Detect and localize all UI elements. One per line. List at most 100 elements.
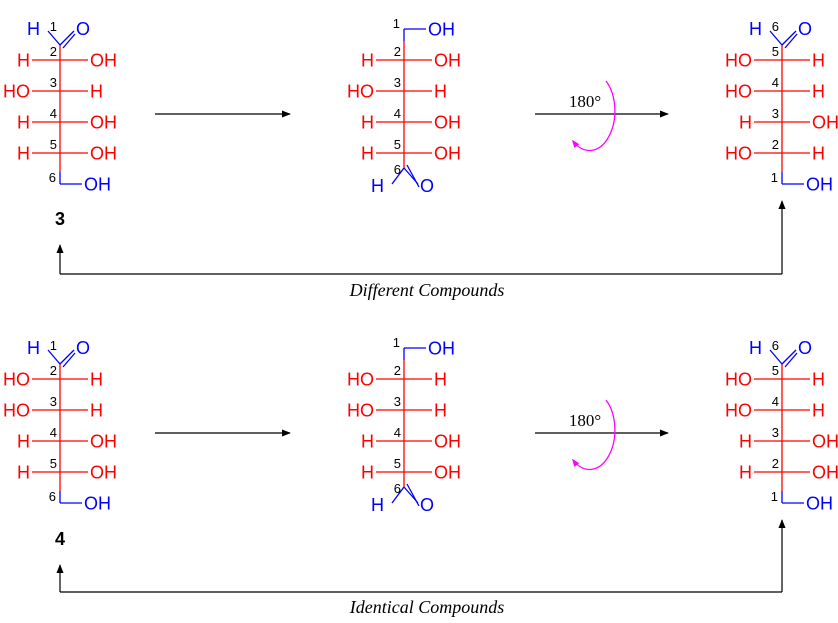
c-o-double-bond-second	[784, 352, 798, 368]
c-o-double-bond-second	[406, 483, 420, 507]
left-substituent: H	[361, 144, 374, 164]
carbon-number: 2	[394, 44, 401, 59]
bottom-ch2oh-group: OH 6	[49, 153, 111, 195]
left-substituent: H	[739, 432, 752, 452]
left-substituent: H	[361, 432, 374, 452]
right-substituent: OH	[90, 432, 117, 452]
hydroxyl-group: OH	[428, 20, 455, 40]
carbon-number: 5	[394, 456, 401, 471]
right-substituent: H	[90, 82, 103, 102]
carbon-number: 4	[772, 394, 779, 409]
c-h-bond	[391, 167, 405, 185]
aldehyde-hydrogen: H	[27, 338, 40, 358]
right-substituent: OH	[812, 113, 838, 133]
right-substituent: OH	[434, 463, 461, 483]
rotation-curve-icon	[572, 399, 616, 471]
rotation-angle-label: 180°	[569, 92, 601, 111]
right-substituent: OH	[812, 463, 838, 483]
left-substituent: H	[17, 144, 30, 164]
hydroxyl-group: OH	[806, 175, 833, 195]
stereocenter-row: 5 HO H	[725, 363, 825, 390]
aldehyde-hydrogen: H	[371, 495, 384, 515]
aldehyde-oxygen: O	[76, 19, 90, 39]
left-substituent: HO	[725, 51, 752, 71]
carbon-number: 1	[393, 16, 400, 31]
right-substituent: OH	[90, 113, 117, 133]
c-h-bond	[47, 30, 61, 46]
carbon-number: 5	[772, 363, 779, 378]
left-substituent: H	[361, 51, 374, 71]
left-substituent: HO	[347, 82, 374, 102]
c-h-bond	[47, 349, 61, 365]
c-o-double-bond-second	[62, 352, 76, 368]
carbon-number: 5	[772, 44, 779, 59]
aldehyde-oxygen: O	[420, 176, 434, 196]
carbon-number: 5	[50, 456, 57, 471]
stereocenter-row: 3 HO H	[3, 75, 103, 102]
right-substituent: H	[90, 370, 103, 390]
carbon-number: 1	[771, 170, 778, 185]
carbon-number: 3	[772, 106, 779, 121]
aldehyde-oxygen: O	[798, 338, 812, 358]
carbon-number: 2	[50, 44, 57, 59]
carbon-number: 3	[394, 394, 401, 409]
aldehyde-hydrogen: H	[371, 176, 384, 196]
compound-label: 4	[55, 529, 65, 549]
left-substituent: HO	[3, 82, 30, 102]
c-o-double-bond-second	[784, 33, 798, 49]
right-substituent: OH	[434, 432, 461, 452]
left-substituent: HO	[725, 401, 752, 421]
left-substituent: H	[739, 113, 752, 133]
carbon-number: 1	[50, 338, 57, 353]
compound-label: 3	[55, 209, 65, 229]
right-substituent: H	[434, 82, 447, 102]
rotation-angle-label: 180°	[569, 411, 601, 430]
c-h-bond	[769, 349, 783, 365]
left-substituent: HO	[725, 82, 752, 102]
carbon-number: 3	[50, 394, 57, 409]
carbon-number: 3	[772, 425, 779, 440]
aldehyde-hydrogen: H	[27, 19, 40, 39]
c-o-double-bond	[59, 30, 75, 46]
left-substituent: HO	[3, 370, 30, 390]
stereocenter-row: 3 H OH	[739, 106, 838, 133]
left-substituent: H	[17, 51, 30, 71]
aldehyde-oxygen: O	[76, 338, 90, 358]
right-substituent: H	[812, 370, 825, 390]
carbon-number: 1	[393, 335, 400, 350]
left-substituent: H	[361, 113, 374, 133]
left-substituent: HO	[725, 370, 752, 390]
comparison-caption: Identical Compounds	[349, 597, 505, 617]
carbon-number: 6	[772, 19, 779, 34]
carbon-number: 3	[50, 75, 57, 90]
right-substituent: H	[812, 51, 825, 71]
c-o-double-bond	[59, 349, 75, 365]
c-o-double-bond-second	[62, 33, 76, 49]
left-substituent: H	[17, 463, 30, 483]
stereocenter-row: 5 HO H	[725, 44, 825, 71]
hydroxyl-group: OH	[84, 175, 111, 195]
carbon-number: 6	[49, 170, 56, 185]
aldehyde-hydrogen: H	[749, 19, 762, 39]
comparison-caption: Different Compounds	[349, 280, 505, 300]
carbon-number: 4	[50, 106, 57, 121]
